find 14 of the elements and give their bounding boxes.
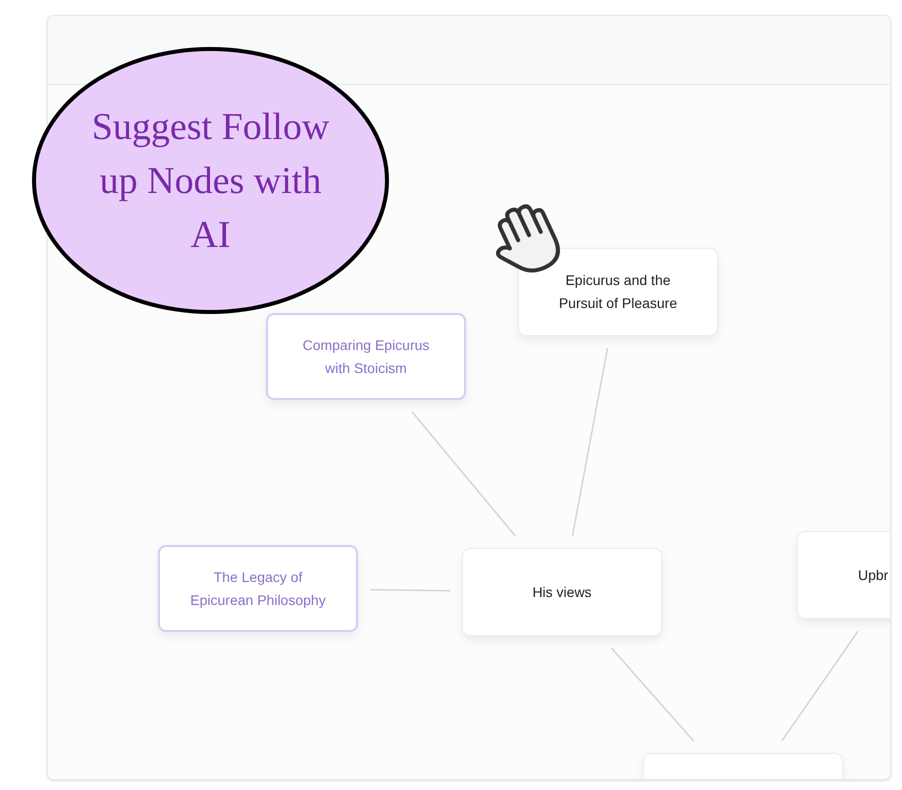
- topic-card: [518, 248, 718, 336]
- connector-line: [412, 412, 516, 536]
- card-title: Epicurus and the Pursuit of Pleasure: [558, 271, 678, 313]
- connector-line: [610, 648, 694, 742]
- connector-line: [572, 348, 608, 536]
- connector-line: [781, 630, 859, 742]
- connector-line: [370, 589, 450, 592]
- callout-text: Suggest Follow up Nodes with AI: [90, 104, 330, 258]
- topic-card: [266, 313, 466, 400]
- card-title: His views: [532, 582, 592, 602]
- card-title: Comparing Epicurus with Stoicism: [302, 336, 430, 378]
- card-title: Upbr: [858, 566, 888, 585]
- card-title: The Legacy of Epicurean Philosophy: [189, 568, 327, 610]
- topic-card: [158, 545, 358, 632]
